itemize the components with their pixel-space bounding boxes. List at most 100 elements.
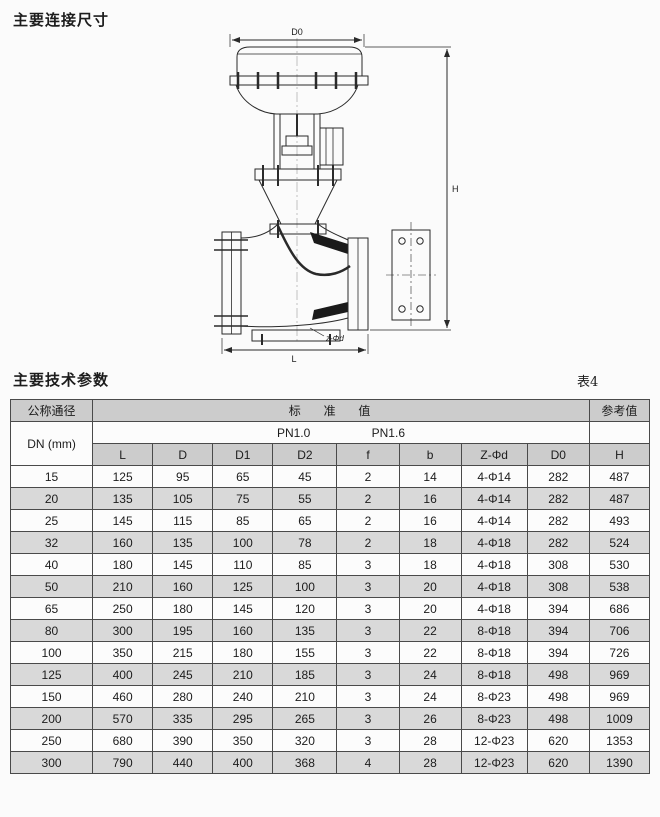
- param-value-cell: 24: [398, 685, 462, 708]
- col-header-f: f: [336, 443, 400, 466]
- param-value-cell: 8-Φ18: [460, 663, 528, 686]
- dimension-annotations: D0 H L z-Φd: [221, 27, 459, 364]
- param-value-cell: 300: [92, 619, 154, 642]
- pn-label-1: PN1.0: [276, 425, 311, 440]
- param-value-cell: 4-Φ14: [460, 465, 528, 488]
- flange-face-view: [386, 222, 436, 328]
- param-value-cell: 686: [588, 597, 651, 620]
- param-value-cell: 245: [152, 663, 214, 686]
- param-value-cell: 20: [398, 575, 462, 598]
- param-value-cell: 3: [336, 641, 400, 664]
- param-value-cell: 493: [588, 509, 651, 532]
- param-value-cell: 350: [92, 641, 154, 664]
- dn-value-cell: 25: [9, 509, 94, 532]
- param-value-cell: 498: [526, 707, 590, 730]
- section-title-technical-parameters: 主要技术参数: [13, 372, 110, 389]
- param-value-cell: 180: [92, 553, 154, 576]
- param-value-cell: 726: [588, 641, 651, 664]
- param-value-cell: 75: [212, 487, 274, 510]
- param-value-cell: 160: [92, 531, 154, 554]
- param-value-cell: 18: [398, 531, 462, 554]
- dn-value-cell: 150: [9, 685, 94, 708]
- param-value-cell: 100: [212, 531, 274, 554]
- param-value-cell: 969: [588, 663, 651, 686]
- param-value-cell: 460: [92, 685, 154, 708]
- valve-body-drawing: [214, 223, 369, 345]
- param-value-cell: 3: [336, 729, 400, 752]
- param-value-cell: 28: [398, 729, 462, 752]
- param-value-cell: 487: [588, 465, 651, 488]
- dim-label-h: H: [452, 184, 459, 194]
- param-value-cell: 620: [526, 729, 590, 752]
- param-value-cell: 16: [398, 487, 462, 510]
- param-value-cell: 195: [152, 619, 214, 642]
- param-value-cell: 125: [92, 465, 154, 488]
- param-value-cell: 110: [212, 553, 274, 576]
- header-standard-value: 标准值: [92, 399, 590, 422]
- param-value-cell: 320: [272, 729, 338, 752]
- dim-label-l: L: [291, 354, 296, 364]
- param-value-cell: 706: [588, 619, 651, 642]
- actuator-drawing: [229, 46, 369, 115]
- param-value-cell: 215: [152, 641, 214, 664]
- param-value-cell: 368: [272, 751, 338, 774]
- param-value-cell: 308: [526, 575, 590, 598]
- param-value-cell: 180: [152, 597, 214, 620]
- dn-value-cell: 200: [9, 707, 94, 730]
- param-value-cell: 680: [92, 729, 154, 752]
- param-value-cell: 498: [526, 685, 590, 708]
- param-value-cell: 45: [272, 465, 338, 488]
- pn-label-2: PN1.6: [371, 425, 405, 440]
- param-value-cell: 2: [336, 487, 400, 510]
- param-value-cell: 78: [272, 531, 338, 554]
- param-value-cell: 18: [398, 553, 462, 576]
- param-value-cell: 120: [272, 597, 338, 620]
- param-value-cell: 2: [336, 531, 400, 554]
- param-value-cell: 105: [152, 487, 214, 510]
- param-value-cell: 790: [92, 751, 154, 774]
- param-value-cell: 85: [272, 553, 338, 576]
- param-value-cell: 498: [526, 663, 590, 686]
- param-value-cell: 2: [336, 509, 400, 532]
- param-value-cell: 22: [398, 641, 462, 664]
- dim-label-z-phi-d: z-Φd: [325, 334, 344, 343]
- param-value-cell: 12-Φ23: [460, 729, 528, 752]
- table-header-row-1: 公称通径 标准值 参考值: [9, 399, 651, 422]
- dn-value-cell: 20: [9, 487, 94, 510]
- param-value-cell: 250: [92, 597, 154, 620]
- col-header-D0: D0: [526, 443, 590, 466]
- param-value-cell: 55: [272, 487, 338, 510]
- param-value-cell: 400: [212, 751, 274, 774]
- param-value-cell: 210: [212, 663, 274, 686]
- param-value-cell: 210: [272, 685, 338, 708]
- param-value-cell: 95: [152, 465, 214, 488]
- param-value-cell: 16: [398, 509, 462, 532]
- param-value-cell: 135: [92, 487, 154, 510]
- col-header-H: H: [588, 443, 651, 466]
- param-value-cell: 4-Φ18: [460, 597, 528, 620]
- param-value-cell: 8-Φ23: [460, 707, 528, 730]
- header-dn-unit: DN (mm): [9, 421, 94, 466]
- param-value-cell: 24: [398, 663, 462, 686]
- param-value-cell: 8-Φ23: [460, 685, 528, 708]
- param-value-cell: 160: [212, 619, 274, 642]
- param-value-cell: 4-Φ18: [460, 575, 528, 598]
- table-caption: 表4: [577, 375, 599, 390]
- param-value-cell: 26: [398, 707, 462, 730]
- dn-value-cell: 300: [9, 751, 94, 774]
- param-value-cell: 2: [336, 465, 400, 488]
- col-header-L: L: [92, 443, 154, 466]
- param-value-cell: 85: [212, 509, 274, 532]
- param-value-cell: 4: [336, 751, 400, 774]
- param-value-cell: 65: [212, 465, 274, 488]
- param-value-cell: 22: [398, 619, 462, 642]
- param-value-cell: 394: [526, 641, 590, 664]
- param-value-cell: 440: [152, 751, 214, 774]
- param-value-cell: 65: [272, 509, 338, 532]
